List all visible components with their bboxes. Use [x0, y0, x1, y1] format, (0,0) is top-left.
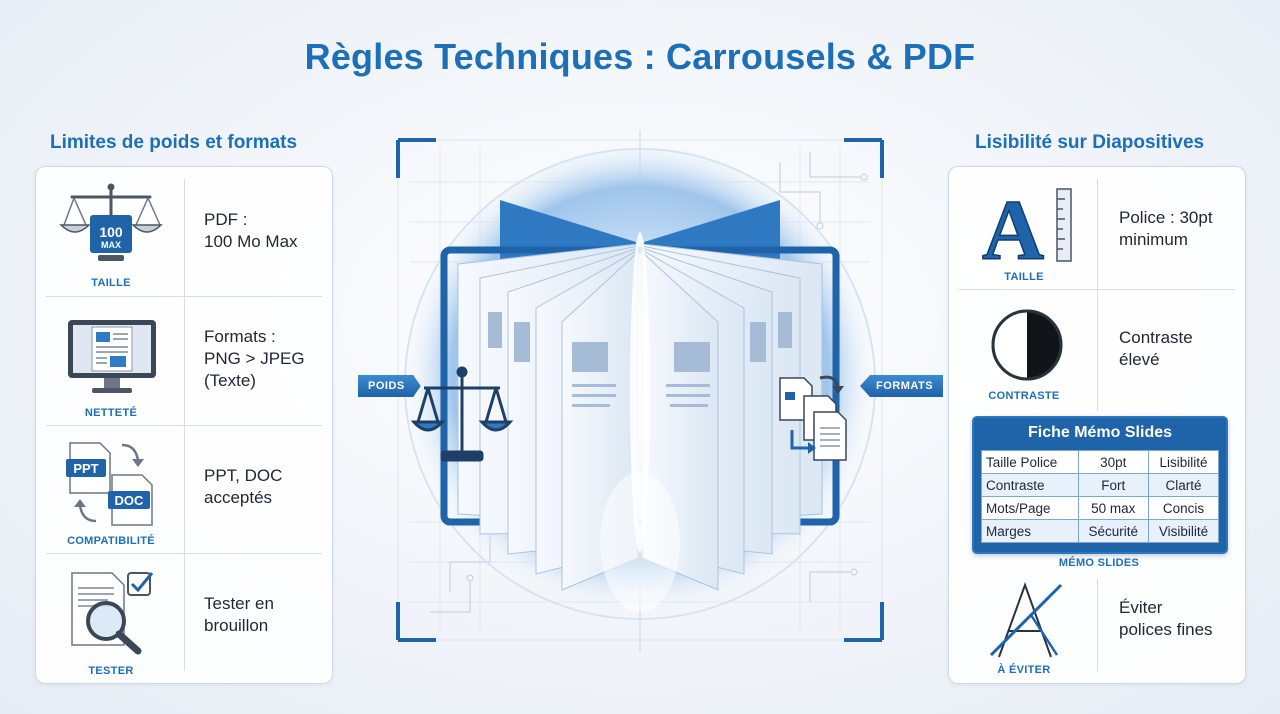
right-row-contrast: CONTRASTE Contraste élevé [949, 289, 1245, 413]
table-cell: Taille Police [981, 450, 1079, 474]
table-cell: Mots/Page [981, 496, 1079, 520]
doc-label: DOC [115, 493, 145, 508]
text-avoid-thin: Éviter polices fines [1119, 598, 1213, 639]
carousel-book-illustration [396, 130, 884, 652]
caption-font-size: TAILLE [1004, 271, 1044, 283]
font-glyph-a: A [982, 185, 1044, 265]
ppt-doc-convert-icon: PPT DOC [66, 442, 153, 526]
table-cell: Concis [1147, 496, 1220, 520]
text-contrast: Contraste élevé [1119, 328, 1193, 369]
left-row-sharpness: NETTETÉ Formats : PNG > JPEG (Texte) [36, 296, 332, 425]
text-test-draft: Tester en brouillon [204, 594, 274, 635]
badge-max-text: MAX [101, 240, 121, 250]
right-panel-divider [1097, 579, 1098, 671]
caption-sharpness: NETTETÉ [84, 407, 138, 419]
table-cell: Contraste [981, 473, 1079, 497]
row-divider [959, 289, 1235, 290]
badge-100-text: 100 [99, 224, 123, 240]
text-formats: Formats : PNG > JPEG (Texte) [204, 327, 305, 390]
left-section-title: Limites de poids et formats [50, 132, 298, 153]
table-row: Contraste Fort Clarté [981, 473, 1220, 497]
ppt-label: PPT [73, 461, 98, 476]
tag-weight: POIDS [358, 375, 421, 397]
caption-avoid: À ÉVITER [997, 664, 1051, 676]
text-ppt-doc: PPT, DOC acceptés [204, 466, 283, 507]
table-cell: 30pt [1077, 450, 1149, 474]
left-panel: 100 MAX TAILLE PDF : 100 Mo Max NETTETÉ … [35, 166, 333, 684]
table-row: Mots/Page 50 max Concis [981, 496, 1220, 520]
right-section-title: Lisibilité sur Diapositives [975, 132, 1205, 153]
caption-compat: COMPATIBILITÉ [67, 535, 155, 547]
memo-table: Taille Police 30pt Lisibilité Contraste … [981, 450, 1220, 543]
text-pdf-limit: PDF : 100 Mo Max [204, 210, 298, 251]
contrast-icon [991, 309, 1063, 381]
magnifier-check-icon [71, 572, 154, 655]
scale-100-max-icon: 100 MAX [59, 183, 163, 261]
table-cell: 50 max [1077, 496, 1149, 520]
tag-formats: FORMATS [860, 375, 944, 397]
caption-test: TESTER [88, 665, 134, 677]
caption-memo: MÉMO SLIDES [1058, 557, 1140, 569]
memo-title: Fiche Mémo Slides [1027, 424, 1173, 441]
left-row-compat: PPT DOC COMPATIBILITÉ PPT, DOC acceptés [36, 425, 332, 553]
right-panel-divider [1097, 179, 1098, 411]
caption-contrast: CONTRASTE [988, 390, 1060, 402]
left-row-size: 100 MAX TAILLE PDF : 100 Mo Max [36, 167, 332, 296]
table-cell: Clarté [1147, 473, 1220, 497]
caption-size: TAILLE [91, 277, 131, 289]
font-size-ruler-icon: A [981, 185, 1072, 265]
right-row-avoid: À ÉVITER Éviter polices fines [949, 575, 1245, 683]
row-divider [46, 425, 322, 426]
memo-card: Fiche Mémo Slides Taille Police 30pt Lis… [972, 416, 1228, 554]
row-divider [46, 296, 322, 297]
table-cell: Lisibilité [1147, 450, 1220, 474]
table-row: Marges Sécurité Visibilité [981, 519, 1220, 543]
page-title: Règles Techniques : Carrousels & PDF [304, 36, 976, 77]
text-font-min: Police : 30pt minimum [1119, 208, 1213, 249]
thin-font-crossed-icon [989, 582, 1063, 658]
monitor-document-icon [68, 320, 156, 393]
table-cell: Fort [1077, 473, 1149, 497]
table-cell: Marges [981, 519, 1079, 543]
left-row-test: TESTER Tester en brouillon [36, 553, 332, 683]
table-cell: Visibilité [1147, 519, 1220, 543]
row-divider [46, 553, 322, 554]
right-row-size: A TAILLE Police : 30pt minimum [949, 167, 1245, 289]
table-row: Taille Police 30pt Lisibilité [981, 450, 1220, 474]
table-cell: Sécurité [1077, 519, 1149, 543]
